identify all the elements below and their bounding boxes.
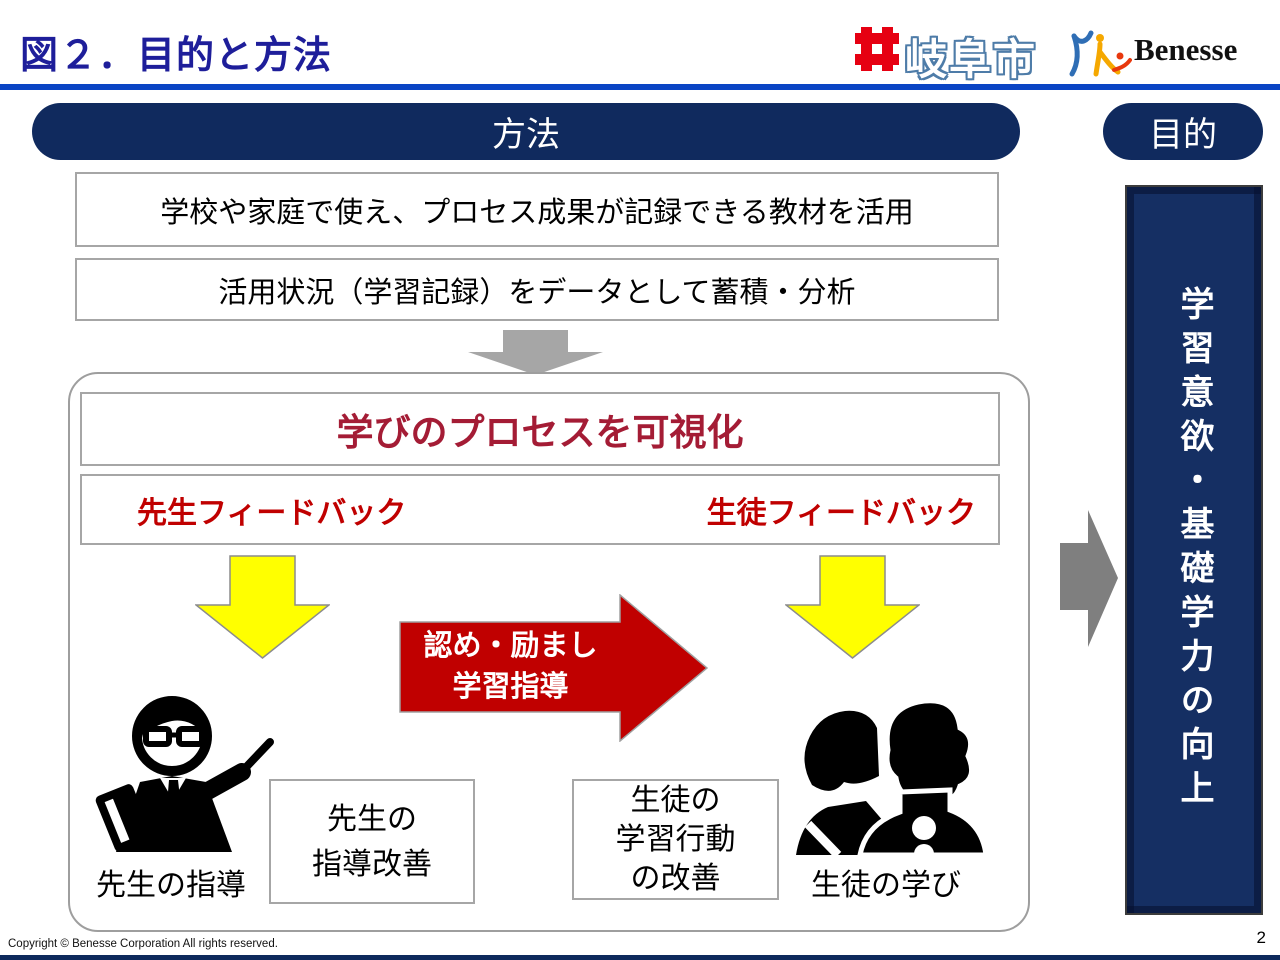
red-arrow-label: 認め・励まし 学習指導 (403, 620, 618, 714)
feedback-box: 先生フィードバック 生徒フィードバック (80, 474, 1000, 545)
student-behavior-box: 生徒の 学習行動 の改善 (572, 779, 779, 900)
page-number: 2 (1256, 928, 1266, 947)
gifu-city-label: 岐阜市 (905, 36, 1038, 83)
right-arrow-icon (1060, 510, 1118, 652)
teacher-label: 先生の指導 (96, 869, 246, 902)
teacher-improvement-box: 先生の 指導改善 (269, 779, 475, 904)
student-box-line1: 生徒の (630, 784, 721, 817)
students-label: 生徒の学び (811, 869, 961, 902)
student-box-line3: の改善 (630, 862, 721, 895)
red-arrow-line1: 認め・励まし (423, 630, 598, 663)
teacher-icon (94, 690, 274, 860)
header-divider (0, 84, 1280, 90)
gifu-city-emblem-icon (853, 25, 901, 78)
student-box-line2: 学習行動 (615, 823, 736, 856)
process-title-box: 学びのプロセスを可視化 (80, 392, 1000, 466)
down-arrow-icon (468, 330, 603, 380)
goal-text: 学習意欲・基礎学力の向上 (1175, 286, 1213, 814)
student-feedback-label: 生徒フィードバック (706, 496, 976, 530)
students-icon (788, 690, 989, 864)
teacher-box-line1: 先生の (327, 802, 417, 836)
process-panel: 学びのプロセスを可視化 先生フィードバック 生徒フィードバック 認め・励まし 学… (68, 372, 1030, 932)
teacher-feedback-label: 先生フィードバック (137, 496, 407, 530)
method-step-box-2: 活用状況（学習記録）をデータとして蓄積・分析 (75, 258, 999, 321)
red-arrow-line2: 学習指導 (452, 671, 569, 703)
goal-banner: 学習意欲・基礎学力の向上 (1125, 185, 1263, 915)
yellow-arrow-left-icon (193, 555, 332, 665)
slide-title: 図２．目的と方法 (20, 35, 333, 77)
red-arrow-icon (399, 593, 709, 747)
bottom-bar (0, 955, 1280, 960)
method-pill: 方法 (32, 103, 1020, 160)
purpose-pill: 目的 (1103, 103, 1263, 160)
benesse-figures-icon (1066, 30, 1132, 83)
method-step-box-1: 学校や家庭で使え、プロセス成果が記録できる教材を活用 (75, 172, 999, 247)
benesse-label: Benesse (1134, 32, 1238, 67)
yellow-arrow-right-icon (783, 555, 922, 665)
footer-copyright: Copyright © Benesse Corporation All righ… (8, 938, 278, 950)
teacher-box-line2: 指導改善 (312, 847, 432, 881)
